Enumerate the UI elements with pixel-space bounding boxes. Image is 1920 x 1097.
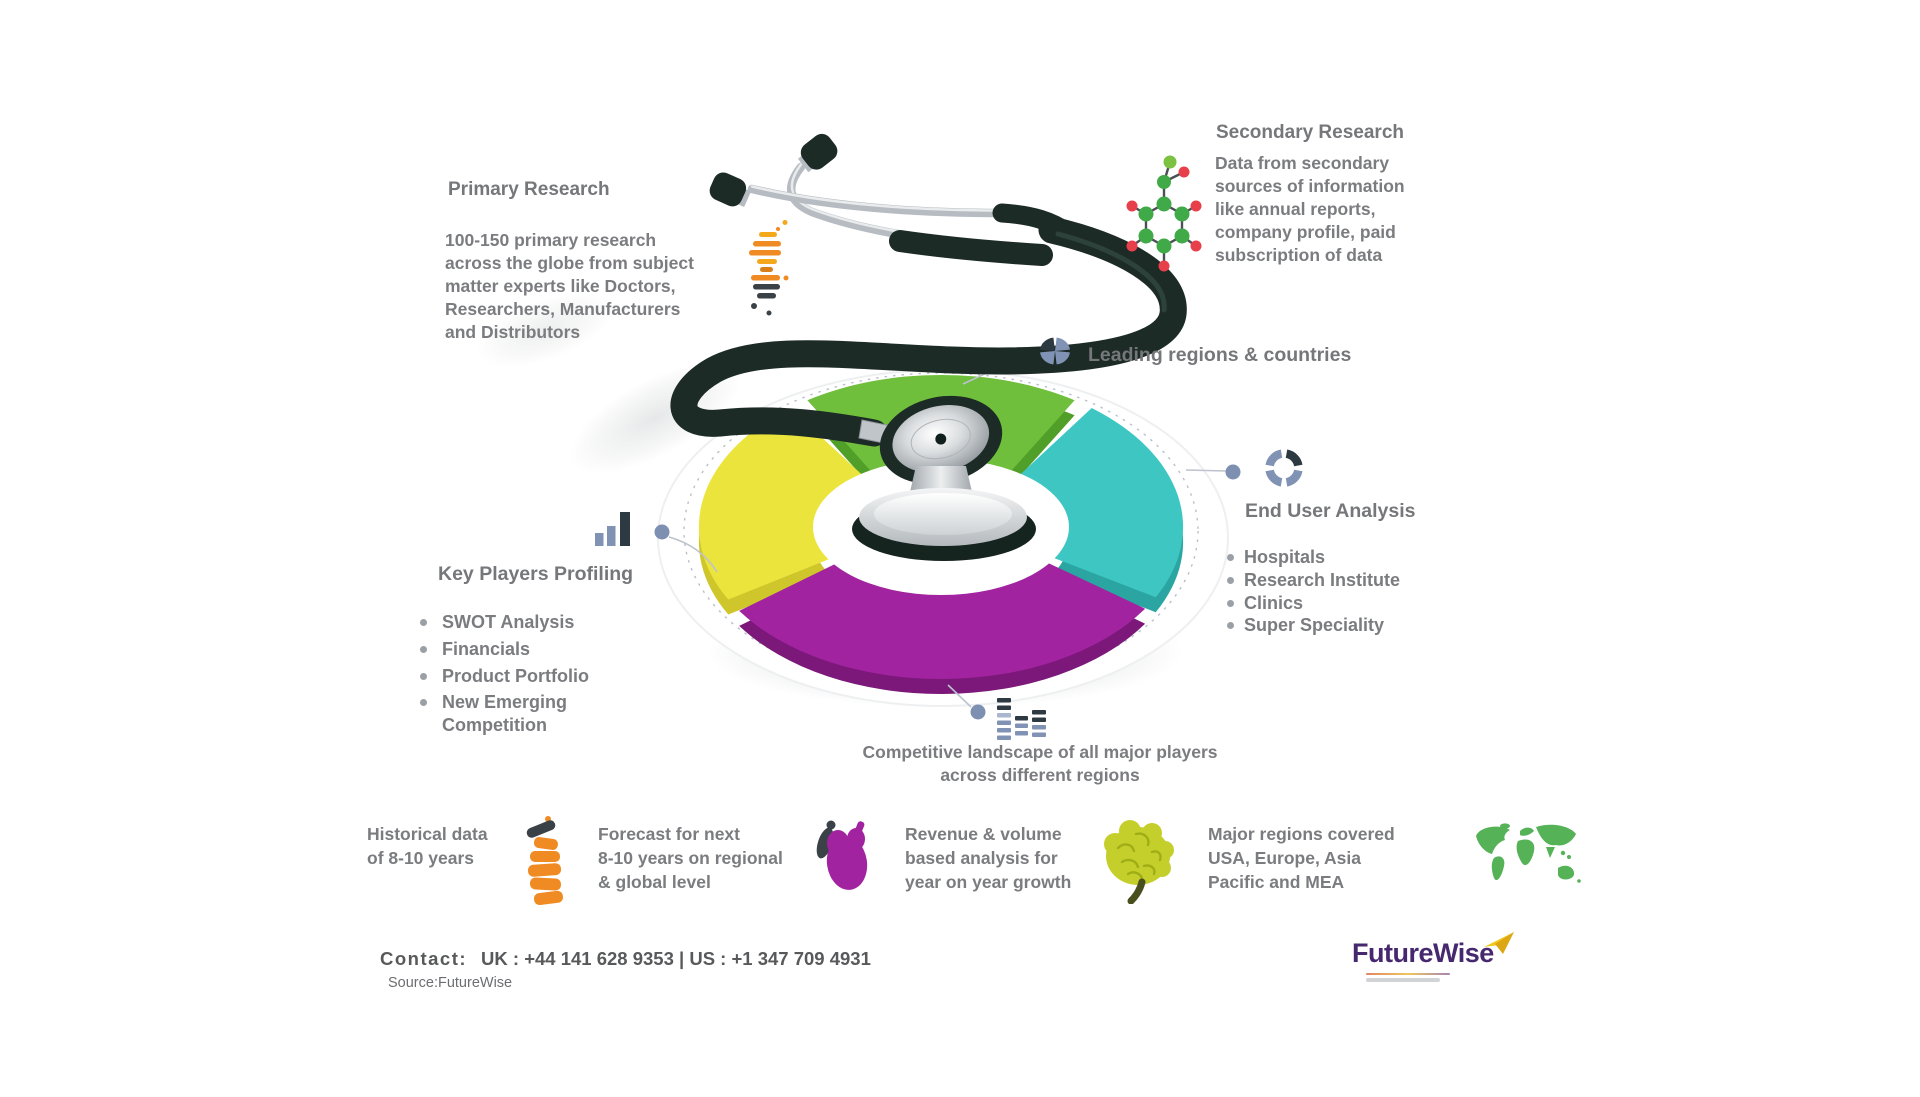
list-item-label: Super Speciality: [1244, 615, 1385, 636]
list-item-label: Hospitals: [1244, 547, 1326, 567]
heart-icon: [814, 815, 870, 900]
chest-piece: [879, 395, 1003, 485]
leading-regions-label: Leading regions & countries: [1088, 344, 1352, 366]
list-item: Research Institute: [1227, 569, 1400, 591]
futurewise-logo: FutureWise: [1352, 932, 1514, 982]
bar-chart-icon: [594, 511, 634, 553]
end-user-dot: [1225, 464, 1241, 480]
contact-line: Contact: UK : +44 141 628 9353 | US : +1 …: [380, 948, 871, 970]
spine-icon: [518, 816, 566, 917]
segment-yellow: [698, 408, 862, 600]
bullet-dot: [1227, 554, 1234, 561]
logo-wordmark: FutureWise: [1352, 938, 1494, 968]
brain-icon: [1100, 818, 1176, 909]
competitive-landscape-label: Competitive landscape of all major playe…: [862, 742, 1218, 785]
key-players-profiling-title: Key Players Profiling: [438, 563, 634, 585]
list-item: Super Speciality: [1227, 614, 1400, 636]
secondary-research-body: Data from secondary sources of informati…: [1215, 153, 1405, 265]
list-item-label: SWOT Analysis: [442, 612, 575, 632]
list-item-label: Research Institute: [1244, 569, 1401, 590]
earbud-right: [797, 133, 838, 173]
bullet-dot: [1227, 622, 1234, 630]
list-item: Clinics: [1227, 592, 1400, 614]
list-item-label: New Emerging Competition: [442, 692, 568, 735]
competitive-dot: [970, 704, 986, 720]
bullet-dot: [420, 699, 427, 707]
primary-research-body: 100-150 primary research across the glob…: [445, 230, 694, 342]
logo-tagline-bar: [1366, 973, 1450, 975]
bullet-dot: [1227, 576, 1234, 584]
segment-purple: [739, 563, 1146, 680]
earbud-left: [709, 172, 752, 208]
revenue-label: Revenue & volume based analysis for year…: [905, 824, 1072, 892]
key-players-profiling-list: SWOT Analysis Financials Product Portfol…: [420, 611, 589, 740]
dna-icon: [745, 220, 791, 323]
equalizer-icon: [997, 698, 1047, 747]
stethoscope: [670, 133, 1187, 561]
forecast-label: Forecast for next 8-10 years on regional…: [598, 824, 783, 892]
bullet-dot: [1227, 599, 1234, 607]
secondary-research-title: Secondary Research: [1216, 122, 1404, 143]
end-user-analysis-title: End User Analysis: [1245, 500, 1416, 522]
list-item: New Emerging Competition: [420, 691, 589, 736]
logo-tagline-bar: [1366, 978, 1440, 982]
list-item: Product Portfolio: [420, 665, 589, 687]
source-note: Source:FutureWise: [388, 975, 513, 991]
key-players-dot: [654, 524, 670, 540]
segmented-ring-icon: [1263, 447, 1305, 494]
connectors: [668, 358, 1227, 708]
bullet-dot: [420, 672, 427, 680]
regions-label: Major regions covered USA, Europe, Asia …: [1208, 824, 1395, 892]
dashed-ellipse: [683, 372, 1199, 690]
list-item: Financials: [420, 638, 589, 660]
page-shadow: [476, 292, 614, 368]
molecule-icon: [1126, 148, 1208, 279]
bullet-dot: [420, 645, 427, 653]
contact-label: Contact:: [380, 948, 468, 969]
primary-research-title: Primary Research: [448, 179, 610, 200]
list-item: SWOT Analysis: [420, 611, 589, 633]
world-map-icon: [1470, 822, 1584, 905]
pie-chart-icon: [1038, 336, 1074, 373]
list-item-label: Clinics: [1244, 592, 1304, 613]
list-item: Hospitals: [1227, 546, 1400, 568]
logo-arrow-icon: [1484, 932, 1514, 954]
list-item-label: Product Portfolio: [442, 665, 589, 686]
historical-data-label: Historical data of 8-10 years: [367, 824, 488, 868]
list-item-label: Financials: [442, 638, 531, 659]
end-user-analysis-list: Hospitals Research Institute Clinics Sup…: [1227, 546, 1400, 637]
bullet-dot: [420, 619, 427, 626]
contact-numbers: UK : +44 141 628 9353 | US : +1 347 709 …: [481, 948, 871, 969]
